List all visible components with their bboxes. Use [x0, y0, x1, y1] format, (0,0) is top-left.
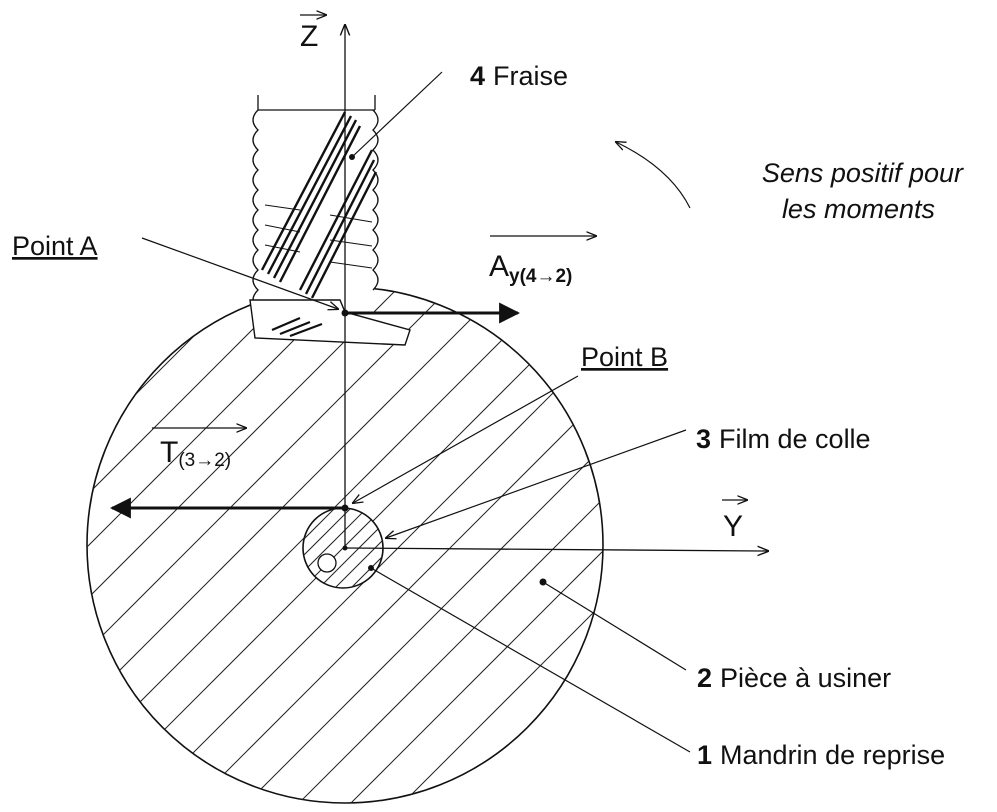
hatch-line: [246, 287, 603, 803]
hatch-line: [194, 287, 603, 803]
y-axis-line: [344, 548, 768, 551]
hatch-line: [350, 287, 603, 803]
ay-force-label: Ay(4→2): [489, 250, 572, 287]
hatch-line: [87, 287, 452, 803]
t-force-label: T(3→2): [160, 436, 231, 471]
hatch-line: [87, 287, 348, 803]
leader-point-b: [353, 375, 579, 503]
point-b-dot: [341, 504, 349, 512]
hatch-line: [402, 287, 603, 803]
hatch-line: [303, 508, 352, 588]
moment-caption-line2: les moments: [782, 194, 935, 224]
hatch-line: [87, 287, 244, 803]
hatch-line: [87, 287, 504, 803]
origin-dot: [342, 545, 348, 551]
milling-cutter: [249, 95, 411, 346]
point-b-label: Point B: [581, 342, 668, 372]
moment-caption-line1: Sens positif pour: [762, 158, 964, 188]
y-axis-label: Y: [723, 510, 743, 543]
leader-piece: [542, 581, 687, 671]
leader-film: [386, 429, 687, 538]
point-a-dot: [341, 309, 349, 317]
leader-mandrin: [370, 567, 691, 753]
moment-direction-arc: [616, 142, 691, 209]
chuck-hole: [317, 553, 337, 573]
leader-point-a: [141, 237, 338, 309]
hatch-line: [303, 508, 336, 588]
hatch-line: [298, 287, 603, 803]
hatch-line: [87, 287, 296, 803]
hatch-line: [350, 508, 383, 588]
z-axis-label: Z: [300, 20, 318, 53]
hatch-line: [87, 287, 88, 803]
hatch-line: [303, 508, 368, 588]
leader-fraise: [351, 71, 443, 158]
hatch-line: [87, 287, 400, 803]
point-a-label: Point A: [12, 231, 98, 261]
workpiece-disc: [86, 286, 604, 804]
